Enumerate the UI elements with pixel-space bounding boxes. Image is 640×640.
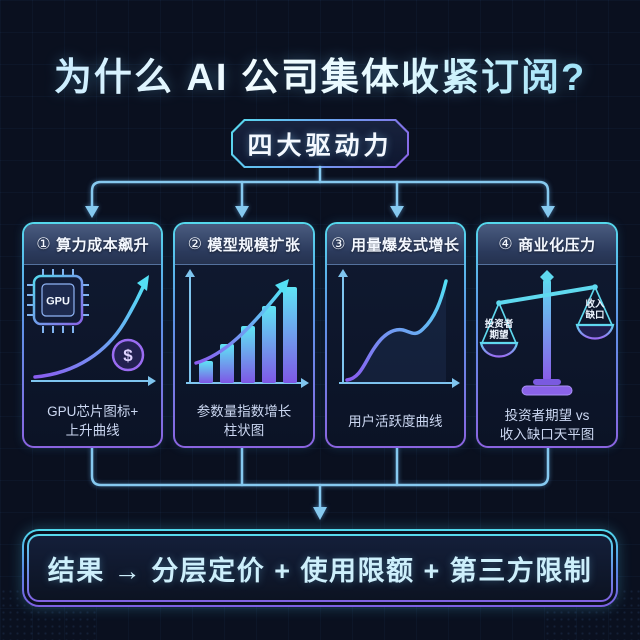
scale-left-label: 期望 — [489, 329, 509, 341]
balance-scale-icon: 投资者 期望 收入 缺口 — [479, 270, 615, 396]
result-label: 结果 → 分层定价 + 使用限额 + 第三方限制 — [29, 536, 611, 600]
scale-left-label: 投资者 — [485, 318, 514, 330]
card-caption: GPU芯片图标+ 上升曲线 — [47, 404, 139, 438]
card-title: 算力成本飙升 — [56, 236, 150, 254]
driver-cards-row: ① 算力成本飙升 — [22, 222, 618, 448]
card-usage-growth-header: ③ 用量爆发式增长 — [326, 224, 464, 265]
scale-right-label: 收入 — [585, 298, 605, 310]
card-caption: 投资者期望 vs 收入缺口天平图 — [499, 408, 595, 442]
arrowhead-down-icon — [235, 206, 249, 218]
card-model-scale: ② 模型规模扩张 — [173, 222, 315, 448]
arrowhead-down-icon — [313, 507, 327, 520]
card-number: ① — [36, 236, 52, 253]
card-usage-growth: ③ 用量爆发式增长 — [324, 222, 466, 448]
growth-curve-icon — [338, 269, 461, 388]
driver-badge-label: 四大驱动力 — [233, 121, 407, 166]
card-commercial-pressure-header: ④ 商业化压力 — [477, 224, 616, 265]
bar-chart-growth-icon — [184, 269, 309, 388]
card-model-scale-header: ② 模型规模扩张 — [175, 224, 313, 265]
driver-badge: 四大驱动力 — [231, 119, 409, 168]
gpu-chip-rising-curve-icon: GPU $ — [26, 269, 156, 386]
card-compute-cost-header: ① 算力成本飙升 — [24, 224, 162, 265]
dollar-coin-icon: $ — [111, 338, 144, 372]
card-title: 用量爆发式增长 — [350, 236, 460, 254]
bars — [198, 287, 297, 383]
card-commercial-pressure: ④ 商业化压力 — [475, 222, 618, 448]
arrowhead-down-icon — [85, 206, 99, 218]
result-box: 结果 → 分层定价 + 使用限额 + 第三方限制 — [22, 529, 618, 607]
arrowhead-down-icon — [541, 206, 555, 218]
card-number: ③ — [331, 236, 346, 253]
card-compute-cost: ① 算力成本飙升 — [22, 222, 164, 448]
gpu-label: GPU — [46, 296, 70, 308]
dollar-symbol: $ — [123, 346, 133, 365]
card-number: ④ — [498, 236, 514, 253]
scale-right-label: 缺口 — [584, 309, 604, 321]
card-caption: 参数量指数增长 柱状图 — [196, 404, 292, 438]
card-number: ② — [187, 236, 203, 253]
arrowhead-down-icon — [390, 206, 404, 218]
card-title: 商业化压力 — [518, 236, 596, 254]
card-caption: 用户活跃度曲线 — [348, 413, 443, 429]
page-title: 为什么 AI 公司集体收紧订阅? — [0, 46, 640, 101]
card-title: 模型规模扩张 — [207, 236, 301, 254]
